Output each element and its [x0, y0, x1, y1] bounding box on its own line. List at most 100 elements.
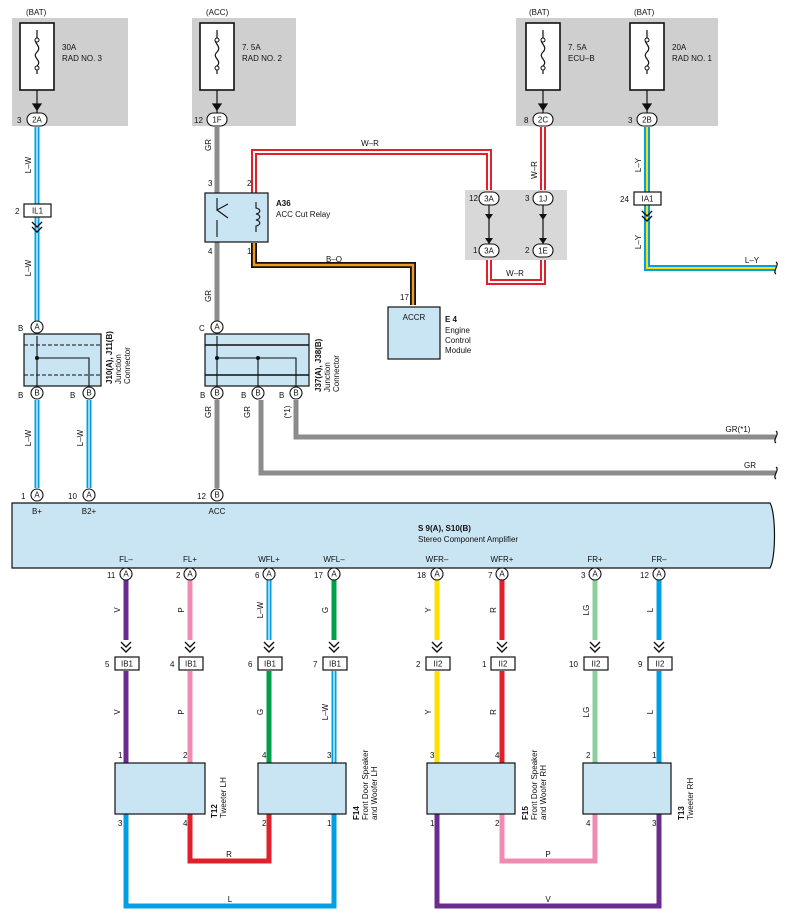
- connector-1f: [206, 112, 228, 127]
- connector-label: 2C: [538, 116, 548, 125]
- connector-2a: [26, 112, 48, 127]
- fuse-group-rad2: (ACC) 7. 5A RAD NO. 2: [192, 8, 296, 126]
- pin-number: 3: [118, 819, 123, 828]
- amplifier-code: S 9(A), S10(B): [418, 524, 471, 533]
- speaker-code: F14: [352, 806, 361, 820]
- pin-number: 2: [247, 179, 252, 188]
- chevron-down-icon: [431, 641, 443, 653]
- chevron-down-icon: [184, 641, 196, 653]
- connector-label: II2: [592, 660, 601, 669]
- connector-il1: [23, 203, 52, 218]
- connectors-ib1-ii2: 5 IB1 4 IB1 6 IB1 7 IB1 2 II2 1 II2 10 I…: [105, 641, 673, 671]
- connector-3a-1j-1e: 12 3A 1 3A 3 1J 2 1E: [469, 191, 554, 258]
- pin-number: 1: [247, 247, 252, 256]
- amp-terminal-label: WFL–: [323, 555, 345, 564]
- wire-label: R: [489, 607, 498, 613]
- acc-cut-relay: 3 2 4 1 A36 ACC Cut Relay: [204, 179, 330, 256]
- connector-label: 3A: [484, 195, 494, 204]
- pin-letter: B: [86, 389, 91, 398]
- pin-letter: A: [34, 491, 40, 500]
- pin-letter: A: [187, 570, 193, 579]
- wire-label: GR: [744, 461, 756, 470]
- fuse-leads: [31, 90, 653, 113]
- pin-letter: B: [214, 389, 219, 398]
- amp-terminal-label: FR–: [651, 555, 667, 564]
- relay-code: A36: [276, 199, 291, 208]
- ecm-name: Control: [445, 336, 471, 345]
- wire-label: GR: [204, 139, 213, 151]
- wire-label: G: [256, 709, 265, 715]
- pin-number: B: [241, 391, 246, 400]
- junction-left-pin-b1: [30, 386, 44, 400]
- ecm-name: Engine: [445, 326, 470, 335]
- pin-number: 1: [473, 246, 478, 255]
- pin-number: 10: [569, 660, 578, 669]
- pin-letter: A: [656, 570, 662, 579]
- speaker-f14: 4 3 2 1 F14 Front Door Speaker and Woofe…: [257, 749, 379, 828]
- amp-terminal-label: FR+: [587, 555, 603, 564]
- pin-number: 3: [581, 571, 586, 580]
- front-door-speaker-lh-body: [257, 762, 347, 815]
- connector-label: II2: [499, 660, 508, 669]
- amp-terminal-label: B+: [32, 507, 42, 516]
- wires: [34, 127, 776, 909]
- supply-label-rad1: (BAT): [634, 8, 655, 17]
- amp-pin-fr-minus: [652, 567, 666, 581]
- wire-label: V: [545, 895, 551, 904]
- pin-letter: B: [34, 389, 39, 398]
- pin-number: 10: [68, 492, 77, 501]
- pin-number: 1: [327, 819, 332, 828]
- wire-label: P: [177, 607, 186, 612]
- amp-terminal-label: FL–: [119, 555, 133, 564]
- fuse-name-rad1: RAD NO. 1: [672, 54, 713, 63]
- connector-1e: [532, 243, 554, 258]
- relay-body: [204, 192, 269, 243]
- connector-il1-group: 2 IL1: [15, 203, 52, 233]
- wire-label: P: [177, 709, 186, 714]
- wire-label: V: [113, 709, 122, 715]
- chevron-down-icon: [653, 641, 665, 653]
- wire-label: L–Y: [634, 157, 643, 172]
- junction-right-name: Connector: [332, 355, 341, 392]
- speaker-name: Front Door Speaker: [361, 749, 370, 820]
- speaker-code: T12: [210, 804, 219, 818]
- chevron-down-icon: [641, 210, 653, 222]
- pin-number: 12: [469, 194, 478, 203]
- pin-number: B: [18, 391, 23, 400]
- pin-letter: A: [266, 570, 272, 579]
- wire-label: B–O: [326, 255, 342, 264]
- pin-number: B: [70, 391, 75, 400]
- wire-ly: [644, 127, 776, 271]
- pin-number: 5: [105, 660, 110, 669]
- pin-number: 12: [197, 492, 206, 501]
- fuse-group-ecub-rad1: (BAT) 7. 5A ECU–B (BAT) 20A RAD NO. 1: [516, 8, 718, 126]
- front-door-speaker-rh-body: [426, 762, 516, 815]
- wire-label: L–W: [24, 156, 33, 173]
- wire-label: LG: [582, 707, 591, 718]
- chevron-down-icon: [589, 641, 601, 653]
- fuse-group-rad3: (BAT) 30A RAD NO. 3: [12, 8, 128, 126]
- pin-number: 3: [208, 179, 213, 188]
- speaker-name: Tweeter RH: [686, 778, 695, 820]
- amp-pin-fr-plus: [588, 567, 602, 581]
- junction-left-name: Junction: [114, 354, 123, 384]
- wire-label: L–W: [321, 703, 330, 720]
- wire-label: GR: [243, 406, 252, 418]
- pin-letter: A: [86, 491, 92, 500]
- supply-label-ecub: (BAT): [529, 8, 550, 17]
- connector-3a-bottom: [478, 243, 500, 258]
- pin-number: 4: [183, 819, 188, 828]
- amp-bottom-pins: FL– 11 A FL+ 2 A WFL+ 6 A WFL– 17 A WFR–…: [107, 555, 667, 581]
- connector-ib1: [114, 656, 140, 671]
- pin-letter: A: [592, 570, 598, 579]
- speaker-t12: 1 2 3 4 T12 Tweeter LH: [114, 751, 228, 828]
- connector-label: IB1: [329, 660, 342, 669]
- fuse-rating-ecub: 7. 5A: [568, 43, 587, 52]
- amp-terminal-label: B2+: [82, 507, 97, 516]
- connector-label: 3A: [484, 247, 494, 256]
- pin-number: 2: [416, 660, 421, 669]
- amp-pin-acc: [210, 488, 224, 502]
- wire-continuation-marks: [774, 261, 778, 480]
- junction-right-pin-1: [210, 386, 224, 400]
- amp-pin-b2plus: [82, 488, 96, 502]
